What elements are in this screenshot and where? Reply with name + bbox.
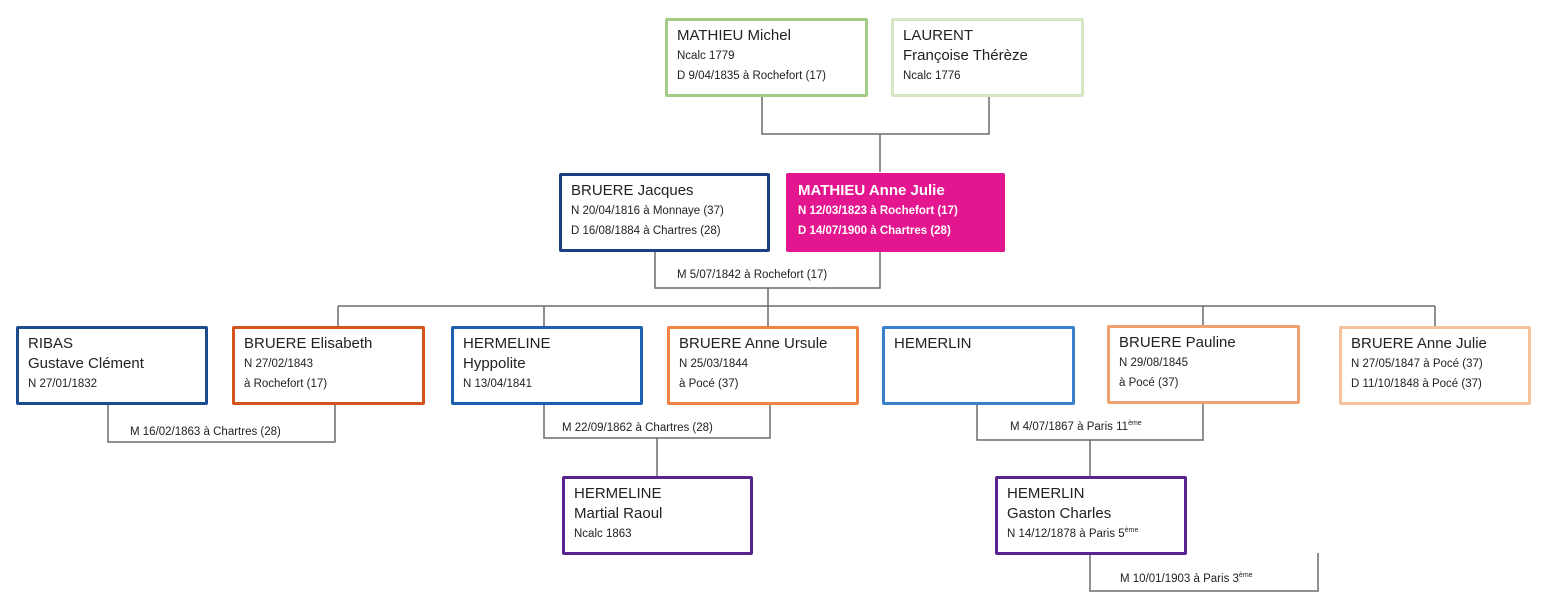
person-bruere-jacques[interactable]: BRUERE Jacques N 20/04/1816 à Monnaye (3… (559, 173, 770, 252)
person-death: D 16/08/1884 à Chartres (28) (571, 225, 721, 237)
person-birth-place: à Rochefort (17) (244, 378, 328, 390)
person-name: BRUERE Pauline (1119, 334, 1236, 351)
person-birth: N 29/08/1845 (1119, 357, 1189, 369)
birth-text: N 14/12/1878 à Paris 5 (1007, 528, 1125, 540)
marriage-label: M 16/02/1863 à Chartres (28) (130, 426, 281, 438)
parents-connector (761, 96, 990, 172)
person-birth: N 25/03/1844 (679, 358, 749, 370)
person-hermeline-hyppolite[interactable]: HERMELINE Hyppolite N 13/04/1841 (451, 326, 643, 405)
person-bruere-pauline[interactable]: BRUERE Pauline N 29/08/1845 à Pocé (37) (1107, 325, 1300, 404)
person-name: MATHIEU Michel (677, 27, 791, 44)
hermeline-marriage-connector (543, 403, 771, 476)
marriage-ordinal: ème (1238, 572, 1253, 579)
person-death: D 9/04/1835 à Rochefort (17) (677, 70, 826, 82)
person-mathieu-michel[interactable]: MATHIEU Michel Ncalc 1779 D 9/04/1835 à … (665, 18, 868, 97)
person-birth: N 13/04/1841 (463, 378, 533, 390)
person-given-names: Hyppolite (463, 355, 526, 372)
person-surname: HEMERLIN (1007, 485, 1085, 502)
person-name: BRUERE Anne Ursule (679, 335, 828, 352)
person-birth-place: à Pocé (37) (679, 378, 739, 390)
ribas-marriage-connector (107, 403, 336, 443)
person-birth: Ncalc 1776 (903, 70, 961, 82)
marriage-label: M 5/07/1842 à Rochefort (17) (677, 269, 828, 281)
person-bruere-elisabeth[interactable]: BRUERE Elisabeth N 27/02/1843 à Rochefor… (232, 326, 425, 405)
marriage-label: M 22/09/1862 à Chartres (28) (562, 422, 713, 434)
marriage-text: M 10/01/1903 à Paris 3 (1120, 573, 1239, 585)
marriage-label: M 10/01/1903 à Paris 3ème (1120, 572, 1253, 586)
person-ribas[interactable]: RIBAS Gustave Clément N 27/01/1832 (16, 326, 208, 405)
person-surname: RIBAS (28, 335, 74, 352)
marriage-text: M 4/07/1867 à Paris 11 (1010, 421, 1129, 433)
marriage-ordinal: ème (1128, 420, 1142, 427)
person-laurent[interactable]: LAURENT Françoise Thérèze Ncalc 1776 (891, 18, 1084, 97)
person-birth: N 27/02/1843 (244, 358, 314, 370)
person-birth-place: à Pocé (37) (1119, 377, 1179, 389)
person-name: HEMERLIN (894, 335, 972, 352)
person-birth: Ncalc 1863 (574, 528, 632, 540)
person-birth: N 12/03/1823 à Rochefort (17) (798, 205, 958, 217)
person-given-names: Gustave Clément (28, 355, 144, 372)
person-death: D 14/07/1900 à Chartres (28) (798, 225, 951, 237)
person-mathieu-anne-julie[interactable]: MATHIEU Anne Julie N 12/03/1823 à Rochef… (786, 173, 1005, 252)
person-birth: N 27/05/1847 à Pocé (37) (1351, 358, 1483, 370)
person-birth: N 14/12/1878 à Paris 5ème (1007, 524, 1175, 544)
person-hemerlin[interactable]: HEMERLIN (882, 326, 1075, 405)
person-surname: HERMELINE (574, 485, 662, 502)
person-surname: HERMELINE (463, 335, 551, 352)
person-given-names: Françoise Thérèze (903, 47, 1028, 64)
person-birth: N 20/04/1816 à Monnaye (37) (571, 205, 724, 217)
person-surname: LAURENT (903, 27, 974, 44)
person-birth: N 27/01/1832 (28, 378, 98, 390)
person-bruere-anne-ursule[interactable]: BRUERE Anne Ursule N 25/03/1844 à Pocé (… (667, 326, 859, 405)
person-name: BRUERE Elisabeth (244, 335, 373, 352)
person-death: D 11/10/1848 à Pocé (37) (1351, 378, 1482, 390)
person-name: BRUERE Jacques (571, 182, 694, 199)
children-bus (337, 288, 1436, 326)
person-given-names: Gaston Charles (1007, 505, 1112, 522)
marriage-label: M 4/07/1867 à Paris 11ème (1010, 420, 1142, 434)
person-given-names: Martial Raoul (574, 505, 663, 522)
person-birth: Ncalc 1779 (677, 50, 735, 62)
person-name: BRUERE Anne Julie (1351, 335, 1487, 352)
gaston-marriage-connector (1089, 553, 1319, 592)
birth-ordinal: ème (1124, 527, 1139, 534)
person-bruere-anne-julie[interactable]: BRUERE Anne Julie N 27/05/1847 à Pocé (3… (1339, 326, 1531, 405)
person-hemerlin-gaston[interactable]: HEMERLIN Gaston Charles N 14/12/1878 à P… (995, 476, 1187, 555)
hemerlin-marriage-connector (976, 403, 1204, 476)
person-name: MATHIEU Anne Julie (798, 182, 945, 199)
person-hermeline-martial[interactable]: HERMELINE Martial Raoul Ncalc 1863 (562, 476, 753, 555)
